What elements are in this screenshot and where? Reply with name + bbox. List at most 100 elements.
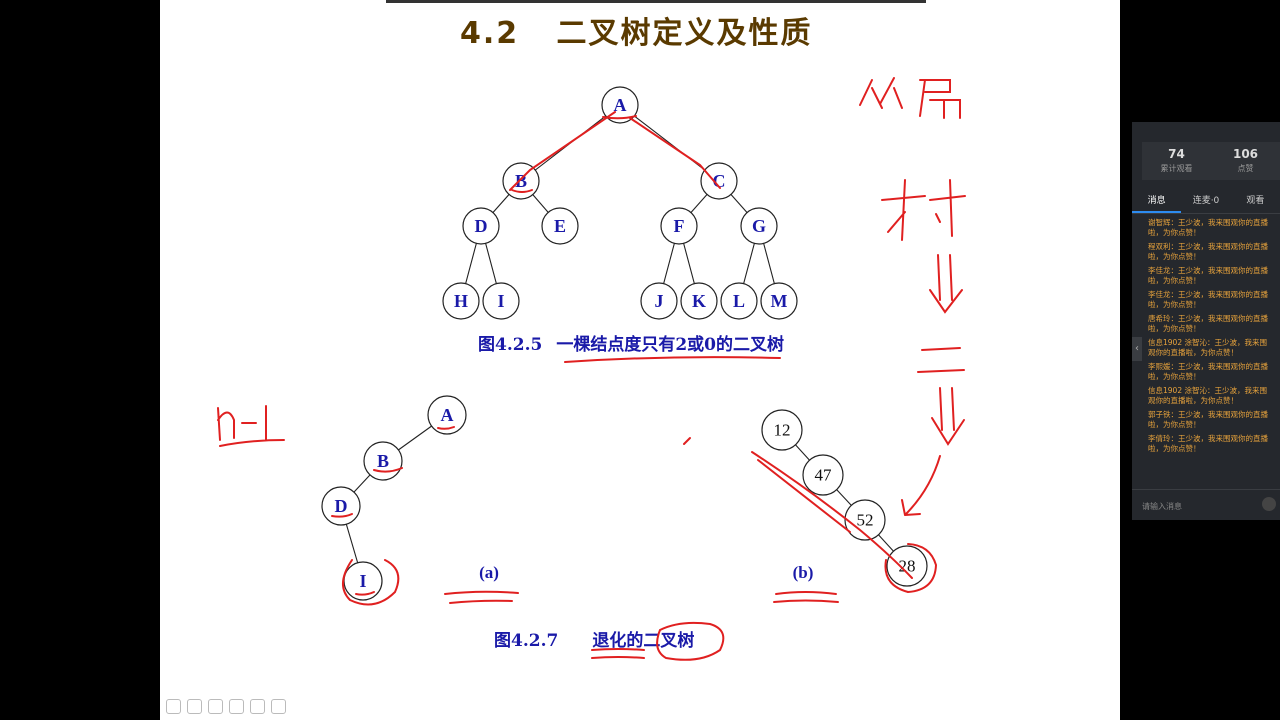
slide-top-bar [386, 0, 926, 3]
figure-number: 图4.2.5 [478, 335, 543, 355]
ink-underline [773, 591, 839, 603]
tree1-node-c: C [700, 162, 738, 200]
tree1-node-j: J [640, 282, 678, 320]
tab-messages[interactable]: 消息 [1132, 188, 1182, 213]
ink-dot [683, 437, 691, 445]
tree1-node-h: H [442, 282, 480, 320]
svg-text:12: 12 [774, 421, 791, 440]
ink-circle [342, 559, 400, 606]
list-item: 信息1902 涂智沁：王少波，我来围观你的直播啦，为你点赞！ [1148, 386, 1267, 405]
ink-handwriting-congshu [859, 77, 961, 119]
ink-stroke [757, 459, 851, 533]
tree1-node-g: G [740, 207, 778, 245]
svg-text:D: D [475, 216, 488, 236]
svg-text:F: F [674, 216, 685, 236]
ink-underline [437, 426, 455, 430]
tree-b-node-28: 28 [886, 545, 928, 587]
svg-text:I: I [359, 571, 366, 591]
stat-views: 74 累计观看 [1160, 147, 1193, 173]
pen-icon[interactable] [166, 699, 181, 714]
ink-annotations [217, 77, 966, 661]
svg-text:G: G [752, 216, 766, 236]
ink-underline [511, 189, 533, 193]
screen-icon[interactable] [271, 699, 286, 714]
figure-number: 图4.2.7 [494, 631, 559, 651]
tree-b-node-12: 12 [761, 409, 803, 451]
slide-title: 4.2 二叉树定义及性质 [460, 16, 813, 51]
annotation-toolbar [166, 699, 286, 714]
label-b: (b) [793, 563, 814, 582]
figure-text: 退化的二叉树 [592, 631, 695, 651]
send-icon[interactable] [1262, 497, 1276, 511]
message-input-placeholder: 请输入消息 [1142, 502, 1182, 511]
ink-stroke [509, 111, 616, 191]
ink-underline [355, 591, 375, 596]
ink-handwriting-shu [881, 179, 966, 241]
list-item: 郭子铁：王少波，我来围观你的直播啦，为你点赞！ [1148, 410, 1268, 429]
tree-b-node-47: 47 [802, 454, 844, 496]
stat-likes: 106 点赞 [1232, 147, 1259, 173]
svg-text:D: D [335, 496, 348, 516]
label-a: (a) [479, 563, 499, 582]
ink-stroke [751, 451, 913, 579]
tree1-node-f: F [660, 207, 698, 245]
svg-text:I: I [497, 291, 504, 311]
svg-text:K: K [692, 291, 706, 311]
eraser-icon[interactable] [187, 699, 202, 714]
svg-text:47: 47 [815, 466, 833, 485]
figure-text: 一棵结点度只有2或0的二叉树 [556, 335, 784, 355]
ink-circle [656, 621, 725, 661]
svg-text:A: A [441, 405, 454, 425]
svg-text:52: 52 [857, 511, 874, 530]
svg-text:C: C [713, 171, 726, 191]
highlighter-icon[interactable] [229, 699, 244, 714]
list-item: 谢智辉：王少波，我来围观你的直播啦，为你点赞！ [1148, 218, 1268, 237]
tab-viewers[interactable]: 观看 [1246, 196, 1265, 206]
tree-a-node-a: A [427, 395, 467, 435]
tree1-node-m: M [760, 282, 798, 320]
tree1-node-d: D [462, 207, 500, 245]
ink-underline [591, 648, 645, 659]
list-item: 程双利：王少波，我来围观你的直播啦，为你点赞！ [1148, 242, 1268, 261]
pointer-icon[interactable] [250, 699, 265, 714]
svg-text:M: M [771, 291, 788, 311]
ink-stroke [629, 117, 721, 189]
collapse-chevron-icon[interactable]: ‹ [1132, 337, 1142, 361]
list-item: 李佳龙：王少波，我来围观你的直播啦，为你点赞！ [1148, 290, 1268, 309]
ink-arrow-down [931, 387, 965, 446]
ink-handwriting-er [917, 347, 965, 373]
ink-handwriting-n-1 [217, 405, 285, 447]
ink-circle [884, 543, 938, 594]
message-input[interactable]: 请输入消息 [1132, 489, 1280, 520]
shape-icon[interactable] [208, 699, 223, 714]
message-list: 谢智辉：王少波，我来围观你的直播啦，为你点赞！ 程双利：王少波，我来围观你的直播… [1132, 214, 1280, 454]
list-item: 信息1902 涂智沁：王少波，我来围观你的直播啦，为你点赞！ [1148, 338, 1267, 357]
tree1-node-l: L [720, 282, 758, 320]
svg-text:H: H [454, 291, 468, 311]
live-chat-panel: ‹ 74 累计观看 106 点赞 消息 连麦·0 观看 谢智辉：王少波，我来围观… [1132, 122, 1280, 520]
ink-arrow-down [929, 254, 963, 314]
list-item: 李倩玲：王少波，我来围观你的直播啦，为你点赞！ [1148, 434, 1268, 453]
tab-mic[interactable]: 连麦·0 [1192, 196, 1220, 206]
svg-text:J: J [655, 291, 664, 311]
svg-text:L: L [733, 291, 745, 311]
tree-a-node-i: I [343, 561, 383, 601]
figure-caption-4-2-7: 图4.2.7 退化的二叉树 [494, 626, 694, 651]
ink-arrow [901, 455, 941, 516]
list-item: 唐希玲：王少波，我来围观你的直播啦，为你点赞！ [1148, 314, 1268, 333]
ink-underline [331, 513, 353, 518]
live-stats: 74 累计观看 106 点赞 [1142, 142, 1280, 180]
panel-tabs: 消息 连麦·0 观看 [1132, 188, 1280, 214]
svg-text:B: B [377, 451, 389, 471]
slide-canvas: 4.2 二叉树定义及性质 A B C D E F G H I J K L M [160, 0, 1120, 720]
tree1-node-e: E [541, 207, 579, 245]
list-item: 李佳龙：王少波，我来围观你的直播啦，为你点赞！ [1148, 266, 1268, 285]
list-item: 李熙媛：王少波，我来围观你的直播啦，为你点赞！ [1148, 362, 1268, 381]
ink-underline [564, 356, 781, 363]
svg-text:E: E [554, 216, 566, 236]
tree-b-node-52: 52 [844, 499, 886, 541]
ink-underline [444, 590, 519, 604]
figure-caption-4-2-5: 图4.2.5 一棵结点度只有2或0的二叉树 [478, 330, 784, 355]
svg-text:A: A [614, 95, 627, 115]
tree1-node-i: I [482, 282, 520, 320]
